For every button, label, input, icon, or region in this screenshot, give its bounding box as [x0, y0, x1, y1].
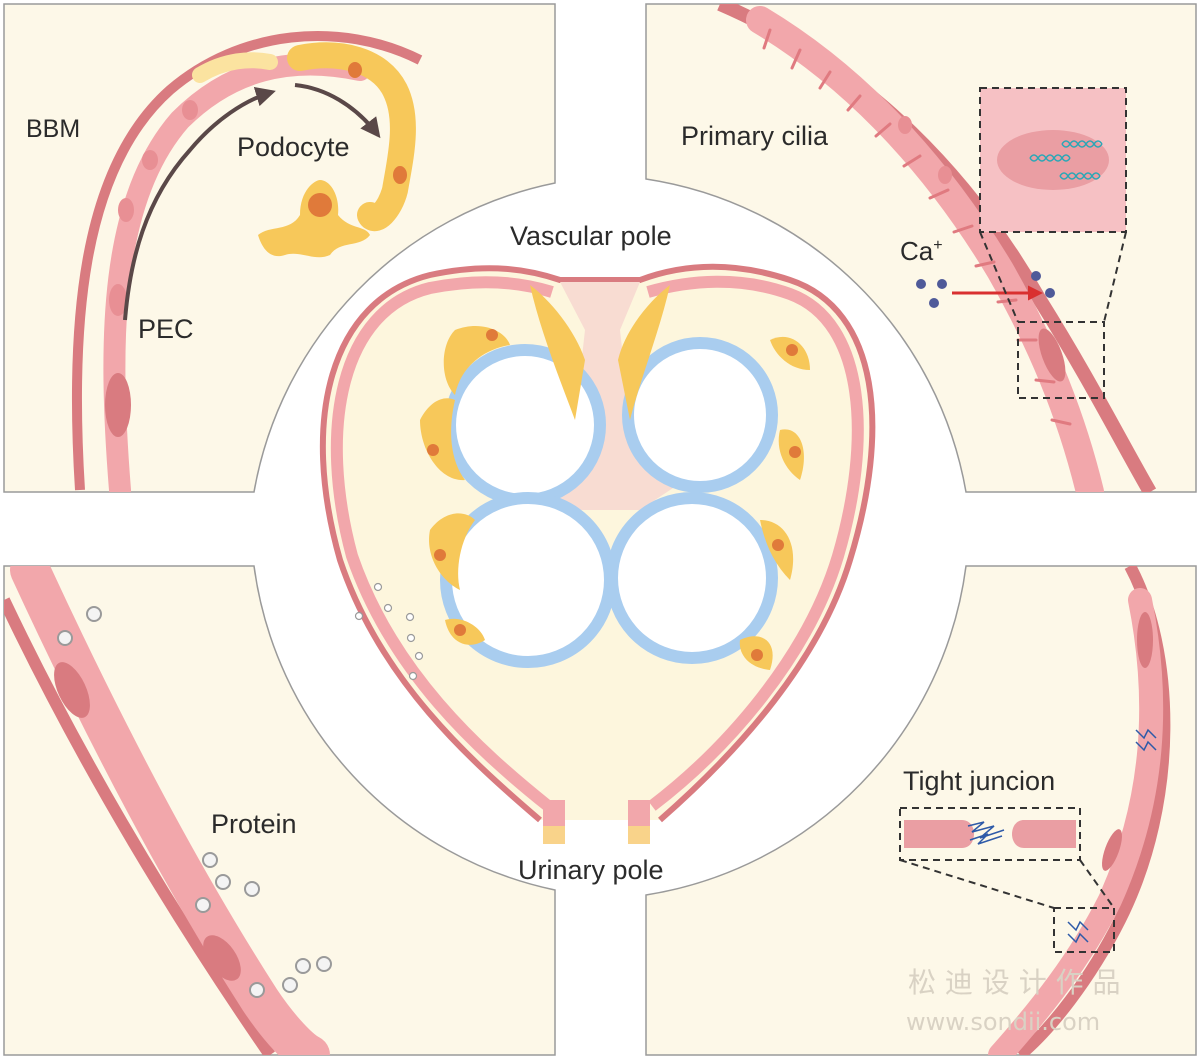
watermark-url: www.sondii.com	[906, 1008, 1100, 1036]
bowman-capsule-wall	[71, 31, 423, 491]
label-protein: Protein	[211, 809, 297, 839]
podocytes-center	[420, 285, 810, 670]
urinary-pole-tubule	[543, 800, 650, 844]
pec-nucleus-bl-1	[54, 662, 90, 718]
tight-junction-panel	[899, 566, 1171, 1055]
capillary-upper-right	[622, 337, 778, 493]
watermark-chinese: 松 迪 设 计 作 品	[908, 966, 1121, 999]
watermark: 松 迪 设 计 作 品 www.sondii.com	[906, 966, 1121, 1036]
label-pec: PEC	[138, 314, 194, 344]
protein-particles	[57, 606, 332, 998]
podocyte-transitional	[287, 42, 416, 231]
protein-panel	[4, 566, 332, 1055]
label-ca-superscript: +	[933, 237, 942, 254]
pec-transition-panel	[71, 31, 423, 492]
label-bbm: BBM	[26, 115, 80, 143]
pec-nucleus-bl-2	[203, 935, 241, 981]
labels: BBM Podocyte PEC Primary cilia Ca+ Vascu…	[26, 115, 1055, 885]
podocyte-cell	[258, 180, 370, 258]
capsule-wall-bl	[4, 597, 275, 1055]
capillary-lower-right	[606, 492, 778, 664]
label-tight-junction: Tight juncion	[903, 766, 1055, 796]
label-ca-text: Ca	[900, 236, 934, 266]
pec-nucleus-cilia	[1038, 328, 1066, 382]
glomerulus	[319, 263, 876, 844]
transition-arrow	[123, 86, 276, 321]
panel-bottom-left	[3, 565, 556, 1056]
label-podocyte: Podocyte	[237, 132, 350, 162]
primary-cilia-panel	[717, 4, 1157, 492]
cilia-zoom-inset	[979, 87, 1127, 233]
label-ca: Ca+	[900, 236, 943, 266]
label-urinary-pole: Urinary pole	[518, 855, 664, 885]
tight-junction-zoom-lines	[899, 859, 1115, 953]
transition-arrow-2	[294, 83, 381, 139]
calcium-ions	[916, 271, 1055, 308]
label-primary-cilia: Primary cilia	[681, 121, 829, 151]
pec-cell-nucleus	[105, 373, 131, 437]
label-vascular-pole: Vascular pole	[510, 221, 672, 251]
filtered-protein	[354, 582, 424, 681]
tight-junction-inset	[899, 807, 1081, 861]
cilia-zoom-lines	[979, 231, 1127, 399]
